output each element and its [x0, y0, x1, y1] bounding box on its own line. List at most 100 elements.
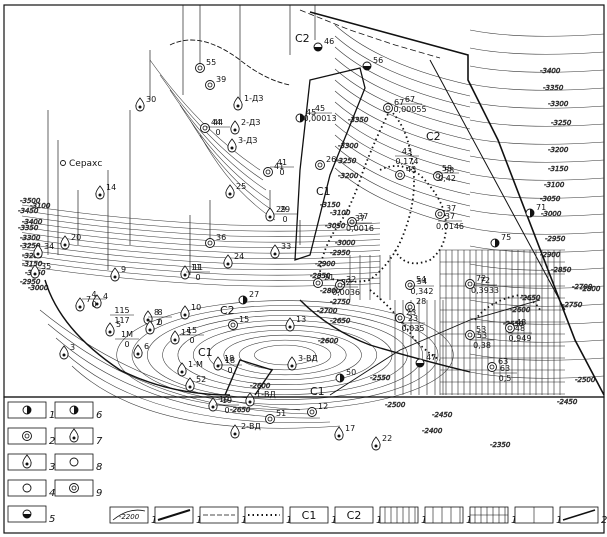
fraction-numerator: 8 — [157, 308, 162, 317]
well-trajectory-lines — [47, 5, 316, 275]
well-icon — [105, 322, 115, 337]
isoline-label-east-5: -3150 — [548, 165, 569, 173]
well-icon — [75, 297, 85, 312]
fraction-denominator: 0 — [189, 336, 194, 345]
well-w37a: 37 — [347, 212, 368, 227]
fault-x-line-north — [299, 9, 441, 59]
fraction-numerator: 1М — [121, 330, 133, 339]
isoline-label-east-1: -3350 — [543, 84, 564, 92]
well-icon — [265, 414, 275, 424]
well-w54: 54 — [405, 275, 426, 290]
isoline-label-east-7: -3050 — [540, 195, 561, 203]
well-label: 56 — [373, 56, 383, 65]
well-fraction-f18: 180 — [218, 356, 242, 375]
well-label: 47 — [426, 353, 436, 362]
isoline-north-8 — [334, 112, 471, 174]
well-label: 3 — [70, 343, 75, 352]
dotted-boundary-1 — [319, 109, 415, 283]
legend-number: 6 — [96, 410, 102, 421]
isoline-south-2 — [223, 334, 347, 376]
well-label: 50 — [346, 368, 356, 377]
well-icon — [415, 358, 425, 368]
isoline-east-16 — [469, 317, 605, 325]
well-w72: 72 — [465, 274, 486, 289]
well-fraction-f19: 190 — [215, 396, 239, 415]
well-fraction-f29: 290 — [273, 205, 297, 224]
well-label: 29 — [276, 205, 286, 214]
legend-swatch — [244, 506, 284, 524]
legend-symbol-icon — [22, 483, 32, 493]
well-w47: 47 — [415, 353, 436, 368]
isoline-south-3 — [208, 329, 362, 381]
fraction-numerator: 54 — [417, 277, 427, 286]
fraction-numerator: 37 — [445, 212, 455, 221]
town-marker: Серахс — [60, 159, 102, 169]
fraction-numerator: 41 — [277, 158, 287, 167]
isoline-east-2 — [469, 65, 605, 73]
isoline-north-4 — [334, 68, 471, 130]
well-icon — [383, 103, 393, 113]
isoline-sw-3 — [63, 351, 331, 423]
legend-number: 1 — [49, 410, 55, 421]
well-label: 18 — [224, 354, 234, 363]
fault-southeast — [329, 299, 541, 396]
well-w4: 4 — [92, 292, 108, 309]
well-label: 2 — [156, 318, 161, 327]
zone-label-c1-center: C1 — [316, 185, 331, 198]
fraction-denominator: 0,38 — [473, 341, 491, 350]
well-icon — [295, 113, 305, 123]
well-icon — [33, 244, 43, 259]
fraction-numerator: 11 — [193, 263, 203, 272]
well-fraction-f37a: 370,0016 — [346, 214, 374, 233]
well-label: 37 — [358, 212, 368, 221]
well-label: 26 — [326, 155, 336, 164]
fraction-denominator: 0,0036 — [332, 288, 360, 297]
isoline-label-south-2: -2450 — [432, 411, 453, 419]
faults-layer — [44, 9, 605, 396]
fraction-denominator: 0,42 — [438, 174, 456, 183]
isoline-north-12 — [334, 156, 471, 218]
fraction-denominator: 0,174 — [396, 157, 419, 166]
fraction-denominator: 0 — [224, 406, 229, 415]
isoline-nw-3 — [179, 104, 270, 201]
well-w23: 23 — [395, 308, 416, 323]
well-label: 75 — [501, 233, 511, 242]
legend-swatch — [289, 506, 329, 524]
isoline-nw-5 — [199, 134, 276, 221]
well-w25: 25 — [225, 182, 246, 199]
fraction-numerator: 43 — [402, 147, 412, 156]
well-icon — [135, 97, 145, 112]
isoline-label-center-13: -2700 — [317, 307, 338, 315]
isoline-label-south-3: -2400 — [422, 427, 443, 435]
well-icon — [287, 356, 297, 371]
isoline-north-2 — [334, 46, 471, 108]
well-icon — [263, 167, 273, 177]
isoline-label-east-2: -3300 — [548, 100, 569, 108]
fraction-numerator: 115 — [114, 306, 129, 315]
well-w2vd: 2-ВД — [230, 422, 261, 439]
well-w27: 27 — [238, 290, 259, 305]
well-fraction-f43: 430,174 — [395, 147, 419, 166]
well-w44: 44 — [200, 118, 221, 133]
isoline-sw-1 — [47, 323, 311, 415]
well-w55: 55 — [195, 58, 216, 73]
well-icon — [180, 265, 190, 280]
well-w41: 41 — [263, 162, 284, 177]
well-icon — [313, 278, 323, 288]
well-w18: 18 — [213, 354, 234, 371]
well-icon — [223, 254, 233, 269]
well-w29: 29 — [265, 205, 286, 222]
fraction-denominator: 0 — [282, 215, 287, 224]
well-w13: 13 — [285, 315, 306, 332]
well-w63: 63 — [487, 357, 508, 372]
well-fraction-f67: 670,00055 — [393, 95, 426, 114]
isoline-east-12 — [469, 245, 605, 253]
well-label: 13 — [296, 315, 306, 324]
fraction-denominator: 0 — [227, 366, 232, 375]
isolines-layer: -3400-3350-3300-3250-3200-3150-3100-3050… — [18, 24, 605, 449]
well-icon — [205, 80, 215, 90]
legend-item-6: 6 — [54, 401, 102, 421]
isoline-label-west-10: -3000 — [28, 284, 49, 292]
isoline-east-7 — [469, 155, 605, 163]
